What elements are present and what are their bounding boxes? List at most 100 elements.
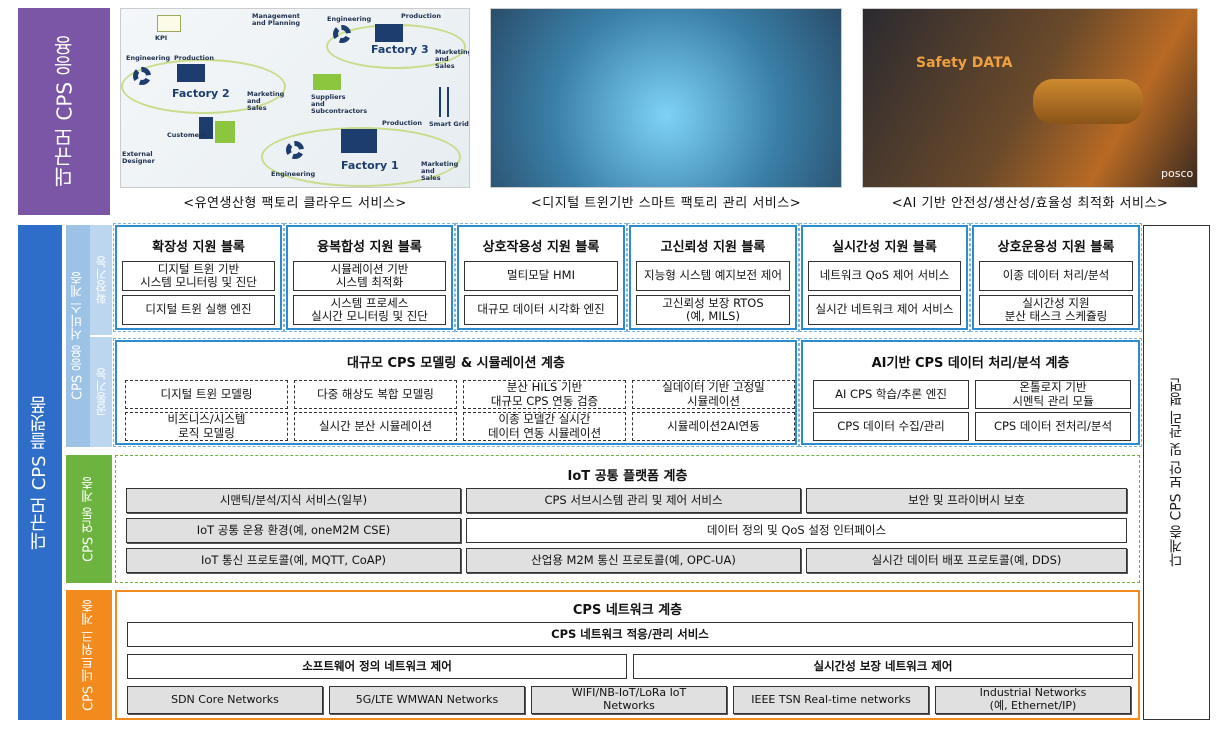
modeling-item: 실시간 분산 시뮬레이션 <box>294 412 457 441</box>
gear-icon <box>286 141 304 159</box>
management-label: Management and Planning <box>252 12 301 27</box>
support-block-title: 실시간성 지원 블록 <box>832 240 937 255</box>
support-item: 시뮬레이션 기반 시스템 최적화 <box>293 261 446 291</box>
modeling-item: 분산 HILS 기반 대규모 CPS 연동 검증 <box>463 380 626 409</box>
production-label: Production <box>401 12 441 20</box>
suppliers-label: Suppliers and Subcontractors <box>311 93 368 115</box>
power-tower-icon <box>439 87 441 117</box>
posco-logo: posco <box>1161 167 1194 180</box>
external-designer-label: External Designer <box>122 150 155 165</box>
iot-item: 시맨틱/분석/지식 서비스(일부) <box>126 488 461 513</box>
network-control: 소프트웨어 정의 네트워크 제어 <box>127 654 627 679</box>
gear-icon <box>133 67 151 85</box>
factory-2-ring <box>121 59 286 114</box>
support-block-title: 고신뢰성 지원 블록 <box>660 240 766 255</box>
support-item: 멀티모달 HMI <box>464 261 618 291</box>
modeling-item: 다중 해상도 복합 모델링 <box>294 380 457 409</box>
network-type: Industrial Networks (예, Ethernet/IP) <box>935 686 1131 714</box>
modeling-layer-title: 대규모 CPS 모델링 & 시뮬레이션 계층 <box>347 356 565 371</box>
iot-layer-label: CPS 연동 계층 <box>66 455 112 583</box>
image-caption: <유연생산형 팩토리 클라우드 서비스> <box>183 196 407 211</box>
support-item: 디지털 트윈 실행 엔진 <box>122 295 275 325</box>
steel-roll <box>1033 79 1143 124</box>
security-plane-label: 다계층 CPS 보안 및 관리 평면 <box>1143 225 1210 720</box>
customer-building-icon <box>199 117 213 139</box>
iot-platform-layer: IoT 공통 플랫폼 계층 시맨틱/분석/지식 서비스(일부)CPS 서브시스템… <box>115 455 1140 583</box>
support-item: 네트워크 QoS 제어 서비스 <box>808 261 961 291</box>
supplier-factory-icon <box>313 74 341 90</box>
support-item: 시스템 프로세스 실시간 모니터링 및 진단 <box>293 295 446 325</box>
production-label: Production <box>174 54 214 62</box>
marketing-label: Marketing and Sales <box>435 48 470 70</box>
support-block-title: 상호작용성 지원 블록 <box>482 240 600 255</box>
kpi-label: KPI <box>155 34 168 42</box>
factory-3-label: Factory 3 <box>371 43 429 56</box>
support-item: 실시간 네트워크 제어 서비스 <box>808 295 961 325</box>
network-type: IEEE TSN Real-time networks <box>733 686 929 714</box>
iot-layer-title: IoT 공통 플랫폼 계층 <box>567 469 688 484</box>
common-function-label: 공통기능 <box>90 337 112 447</box>
digital-twin-image <box>490 8 842 188</box>
iot-item: 보안 및 프라이버시 보호 <box>806 488 1127 513</box>
network-service: CPS 네트워크 적응/관리 서비스 <box>127 622 1133 647</box>
ai-item: CPS 데이터 수집/관리 <box>813 412 969 441</box>
support-item: 이종 데이터 처리/분석 <box>979 261 1133 291</box>
support-block-title: 확장성 지원 블록 <box>152 240 245 255</box>
application-label: 대규모 CPS 응용 <box>18 8 110 215</box>
platform-label: 대규모 CPS 플랫폼 <box>18 225 62 720</box>
engineering-label: Engineering <box>271 170 316 178</box>
safety-data-label: Safety DATA <box>916 55 1013 71</box>
support-item: 고신뢰성 보장 RTOS (예, MILS) <box>636 295 790 325</box>
support-block-title: 융복합성 지원 블록 <box>317 240 422 255</box>
marketing-label: Marketing and Sales <box>421 160 459 182</box>
support-item: 대규모 데이터 시각화 엔진 <box>464 295 618 325</box>
modeling-item: 이종 모델간 실시간 데이터 연동 시뮬레이션 <box>463 412 626 441</box>
image-caption: <AI 기반 안전성/생산성/효율성 최적화 서비스> <box>891 196 1169 211</box>
modeling-item: 실데이터 기반 고정밀 시뮬레이션 <box>632 380 795 409</box>
engineering-label: Engineering <box>327 15 372 23</box>
network-control: 실시간성 보장 네트워크 제어 <box>633 654 1133 679</box>
iot-item: CPS 서브시스템 관리 및 제어 서비스 <box>466 488 801 513</box>
ext-function-label: 확장기능 <box>90 225 112 335</box>
network-type: WIFI/NB-IoT/LoRa IoT Networks <box>531 686 727 714</box>
iot-item: 데이터 정의 및 QoS 설정 인터페이스 <box>466 518 1127 543</box>
iot-item: 산업용 M2M 통신 프로토콜(예, OPC-UA) <box>466 548 801 573</box>
smart-grid-label: Smart Grid <box>429 120 469 128</box>
engineering-label: Engineering <box>126 54 171 62</box>
factory-2-label: Factory 2 <box>172 87 230 100</box>
iot-item: 실시간 데이터 배포 프로토콜(예, DDS) <box>806 548 1127 573</box>
kpi-chart-icon <box>157 15 181 32</box>
factory-3-icon <box>375 24 403 42</box>
customer-building-icon <box>215 121 235 143</box>
factory-1-icon <box>341 129 377 153</box>
ai-item: CPS 데이터 전처리/분석 <box>975 412 1131 441</box>
app-layer-label: CPS 응용 서비스 계층 <box>66 225 90 447</box>
factory-1-label: Factory 1 <box>341 159 399 172</box>
modeling-item: 시뮬레이션2AI연동 <box>632 412 795 441</box>
factory-cloud-image: KPI Management and Planning Engineering … <box>120 8 470 188</box>
network-layer-title: CPS 네트워크 계층 <box>572 603 683 618</box>
network-layer-label: CPS 네트워크 계층 <box>66 590 112 720</box>
modeling-item: 비즈니스/시스템 로직 모델링 <box>125 412 288 441</box>
steel-plant-image: Safety DATA posco <box>862 8 1198 188</box>
support-item: 디지털 트윈 기반 시스템 모니터링 및 진단 <box>122 261 275 291</box>
image-caption: <디지털 트윈기반 스마트 팩토리 관리 서비스> <box>530 196 802 211</box>
ai-layer-title: AI기반 CPS 데이터 처리/분석 계층 <box>871 356 1070 371</box>
iot-item: IoT 공통 운용 환경(예, oneM2M CSE) <box>126 518 461 543</box>
production-label: Production <box>382 119 422 127</box>
support-block-title: 상호운용성 지원 블록 <box>997 240 1115 255</box>
customers-label: Customers <box>167 131 207 139</box>
network-type: SDN Core Networks <box>127 686 323 714</box>
iot-item: IoT 통신 프로토콜(예, MQTT, CoAP) <box>126 548 461 573</box>
marketing-label: Marketing and Sales <box>247 90 285 112</box>
gear-icon <box>333 25 351 43</box>
